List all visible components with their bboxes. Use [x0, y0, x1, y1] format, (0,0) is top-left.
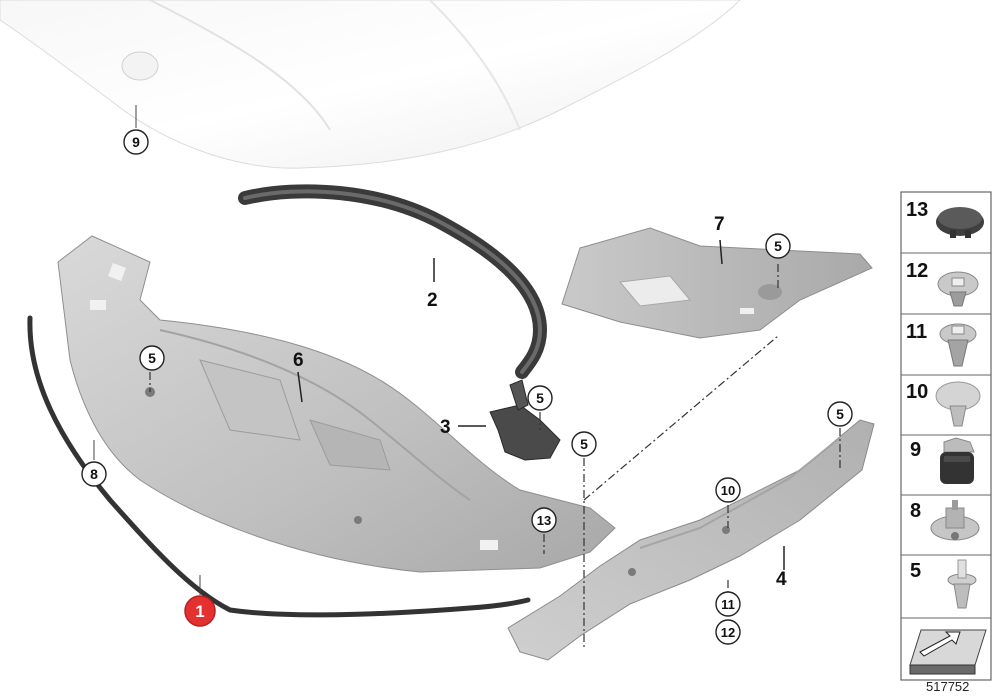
callout-number: 5	[580, 436, 588, 452]
part-labels: 2 3 4 6 7	[293, 214, 787, 590]
callout-c5_center[interactable]: 5	[571, 431, 597, 457]
label-part-3[interactable]: 3	[440, 417, 451, 438]
legend-13-number[interactable]: 13	[906, 199, 928, 221]
callout-ring	[527, 385, 553, 411]
callout-ring	[81, 461, 107, 487]
callout-ring	[827, 401, 853, 427]
label-part-7[interactable]: 7	[714, 214, 725, 235]
legend-5-number[interactable]: 5	[910, 560, 921, 582]
expanding-nut-icon	[937, 271, 979, 307]
bracket-3	[458, 379, 561, 461]
callout-ring	[715, 619, 741, 645]
clip-nut-icon	[939, 323, 977, 367]
fastener-legend: 13 12 11 10 9 8 5	[900, 191, 992, 681]
label-part-4[interactable]: 4	[776, 569, 787, 590]
callout-number: 5	[148, 350, 156, 366]
callout-number: 13	[537, 513, 551, 528]
label-leaders	[93, 440, 201, 595]
callout-number: 5	[536, 390, 544, 406]
highlight-number: 1	[195, 602, 204, 621]
cover-panel-6	[57, 235, 616, 573]
callout-number: 11	[721, 597, 735, 612]
leader-lines	[149, 264, 841, 650]
callout-c11[interactable]: 11	[715, 591, 741, 617]
callout-number: 12	[721, 625, 735, 640]
callout-number: 5	[836, 406, 844, 422]
highlight-marker-part-1[interactable]: 1	[184, 595, 216, 627]
label-part-2[interactable]: 2	[427, 290, 438, 311]
callout-ring	[765, 233, 791, 259]
expanding-rivet-icon	[947, 559, 977, 609]
callout-c5_bracket3[interactable]: 5	[527, 385, 553, 411]
cover-panel-7	[561, 227, 873, 339]
callout-c10[interactable]: 10	[715, 477, 741, 503]
plug-cap-icon	[936, 207, 984, 238]
callout-number: 8	[90, 466, 98, 482]
edge-seal-8	[27, 315, 531, 618]
callout-c5_panel7[interactable]: 5	[765, 233, 791, 259]
callout-c13[interactable]: 13	[531, 507, 557, 533]
callout-number: 10	[721, 483, 735, 498]
callout-number: 9	[132, 134, 140, 150]
legend-9-number[interactable]: 9	[910, 439, 921, 461]
callout-ring	[571, 431, 597, 457]
rubber-buffer-icon	[940, 437, 975, 484]
hood	[0, 0, 741, 169]
callout-c8[interactable]: 8	[81, 461, 107, 487]
callout-ring	[715, 477, 741, 503]
callout-ring	[123, 129, 149, 155]
callout-c12[interactable]: 12	[715, 619, 741, 645]
diagram-reference-number: 517752	[926, 679, 969, 694]
legend-11-number[interactable]: 11	[906, 321, 927, 343]
callout-c5_panel4[interactable]: 5	[827, 401, 853, 427]
callout-ring	[715, 591, 741, 617]
legend-8-number[interactable]: 8	[910, 500, 921, 522]
seal-strip-2	[238, 184, 548, 379]
legend-10-number[interactable]: 10	[906, 381, 928, 403]
arrow-shim-icon	[909, 629, 987, 675]
legend-12-number[interactable]: 12	[906, 260, 928, 282]
callout-c9[interactable]: 9	[123, 129, 149, 155]
callout-number: 5	[774, 238, 782, 254]
callout-ring	[139, 345, 165, 371]
adjustable-buffer-icon	[930, 500, 980, 541]
hood-buffer-mount	[121, 51, 159, 81]
callout-c5_panel6[interactable]: 5	[139, 345, 165, 371]
label-part-6[interactable]: 6	[293, 350, 304, 371]
cover-panel-4	[507, 419, 875, 661]
callout-ring	[531, 507, 557, 533]
push-rivet-icon	[935, 381, 981, 427]
